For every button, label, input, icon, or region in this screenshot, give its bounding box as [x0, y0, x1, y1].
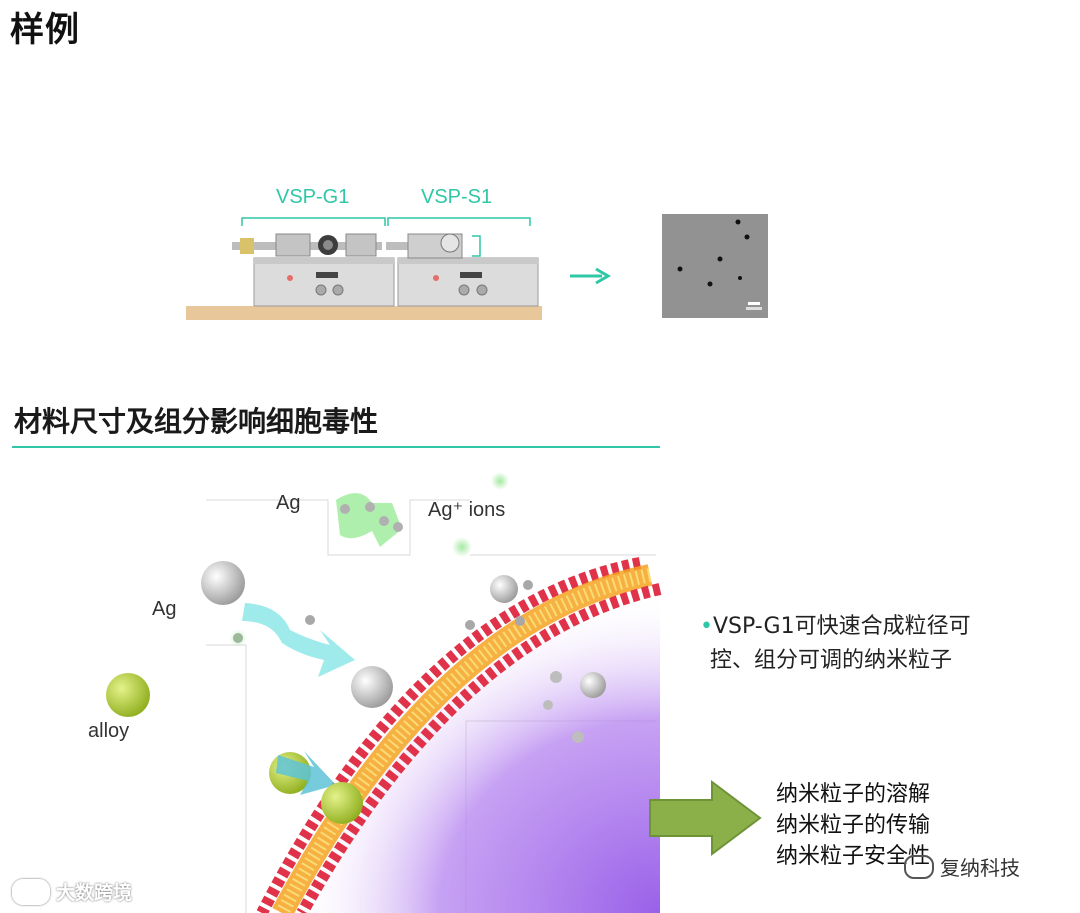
device-label-g1: VSP-G1: [276, 186, 349, 209]
description-line-1: VSP-G1可快速合成粒径可: [713, 614, 971, 639]
watermark-left: 大数跨境: [12, 878, 132, 905]
description-text: •VSP-G1可快速合成粒径可 控、组分可调的纳米粒子: [700, 610, 971, 678]
process-item-transport: 纳米粒子的传输: [776, 810, 930, 841]
watermark-logo-icon: [12, 879, 50, 905]
label-alloy: alloy: [88, 720, 129, 743]
section-divider: [12, 446, 660, 448]
bullet-dot: •: [700, 614, 713, 639]
process-item-dissolution: 纳米粒子的溶解: [776, 779, 930, 810]
section-title: 材料尺寸及组分影响细胞毒性: [14, 400, 378, 440]
arrow-to-micrograph: [568, 266, 612, 286]
device-label-s1: VSP-S1: [421, 186, 492, 209]
wechat-icon: [904, 855, 934, 879]
label-ag-top: Ag: [276, 492, 300, 515]
tem-micrograph: [662, 214, 768, 318]
page-title: 样例: [10, 2, 80, 51]
cell-membrane-diagram: [0, 455, 680, 913]
description-line-2: 控、组分可调的纳米粒子: [700, 644, 971, 678]
watermark-right-text: 复纳科技: [940, 852, 1020, 881]
instrument-illustration: [180, 210, 560, 330]
label-ag-left: Ag: [152, 598, 176, 621]
watermark-left-text: 大数跨境: [56, 878, 132, 905]
watermark-right: 复纳科技: [904, 852, 1020, 881]
process-arrow: [648, 780, 764, 856]
label-ag-ions: Ag⁺ ions: [428, 497, 505, 522]
